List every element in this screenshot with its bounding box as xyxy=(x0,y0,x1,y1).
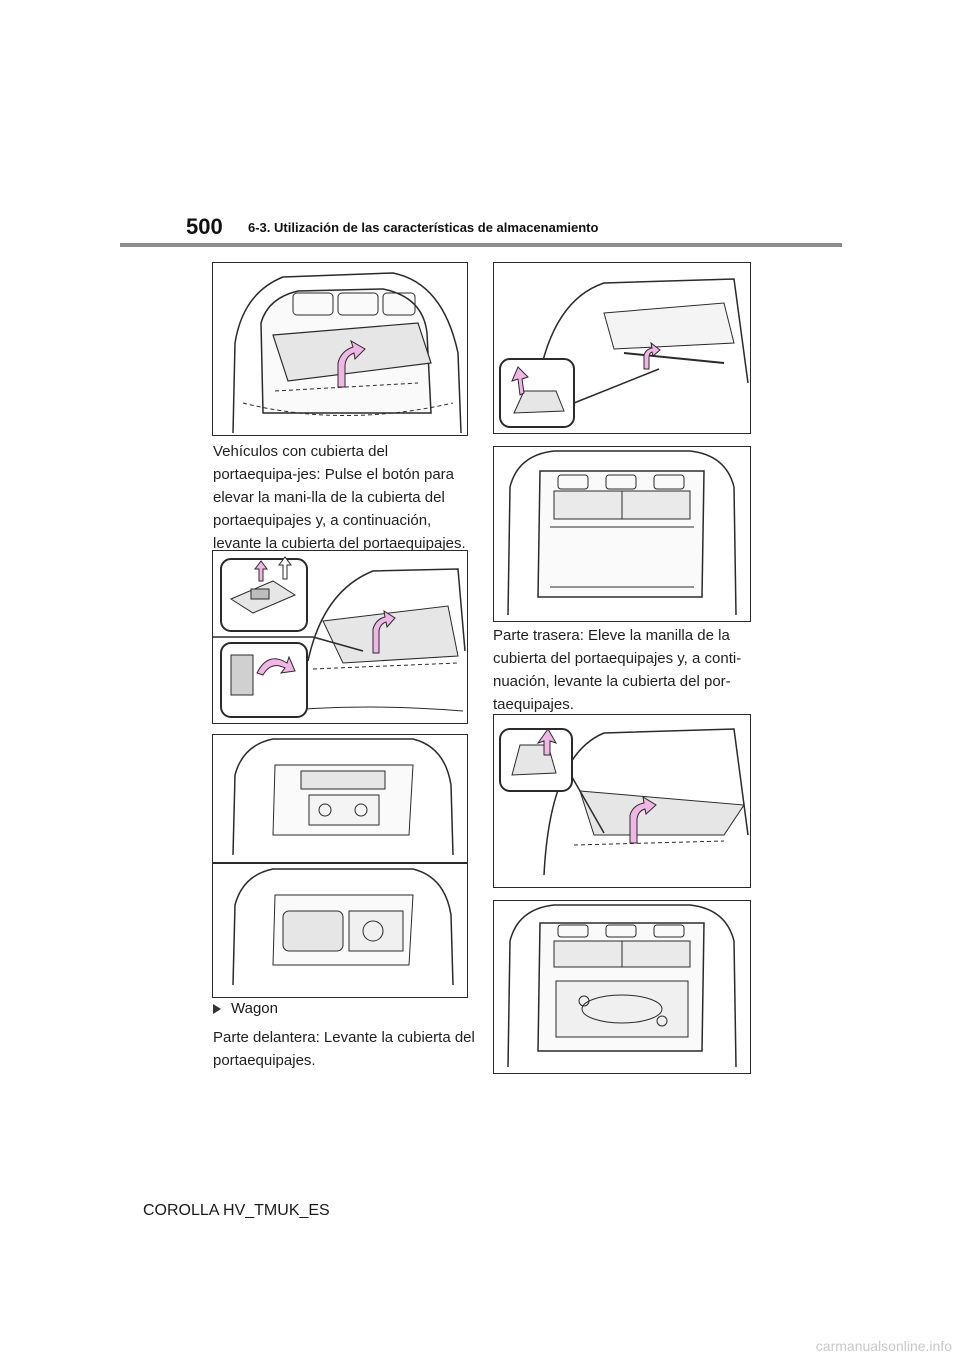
hatchback-cover-illustration xyxy=(232,272,462,434)
figure-wagon-front-compartment xyxy=(212,734,468,998)
wagon-cargo-illustration xyxy=(507,450,737,616)
page-number: 500 xyxy=(186,214,223,239)
section-title: 6-3. Utilización de las características … xyxy=(248,220,599,235)
triangle-bullet-icon xyxy=(213,1003,221,1014)
figure-hatchback-cover-lift xyxy=(212,262,468,436)
wagon-label: Wagon xyxy=(231,1000,278,1017)
cover-button-illustration xyxy=(213,556,466,718)
wagon-subheading: Wagon xyxy=(213,1000,278,1017)
figure-wagon-cargo-area xyxy=(493,446,751,622)
figure-cover-button-detail xyxy=(212,550,468,724)
paragraph-hatchback-cover: Vehículos con cubierta del portaequipa-j… xyxy=(213,443,466,552)
figure-wagon-rear-handle xyxy=(493,262,751,434)
figure-wagon-underfloor-storage xyxy=(493,900,751,1074)
wagon-handle-illustration xyxy=(499,278,749,428)
paragraph-front-cover: Parte delantera: Levante la cubierta del… xyxy=(213,1029,475,1069)
rear-cover-lift-illustration xyxy=(499,728,749,876)
document-code: COROLLA HV_TMUK_ES xyxy=(143,1202,330,1219)
underfloor-storage-illustration xyxy=(507,904,737,1068)
lift-arrow xyxy=(337,339,366,388)
watermark-text: carmanualsonline.info xyxy=(815,1338,952,1354)
wagon-front-illustration xyxy=(213,738,467,986)
header-rule xyxy=(120,243,842,247)
figure-rear-cover-lift xyxy=(493,714,751,888)
paragraph-rear-cover: Parte trasera: Eleve la manilla de la cu… xyxy=(493,627,742,713)
